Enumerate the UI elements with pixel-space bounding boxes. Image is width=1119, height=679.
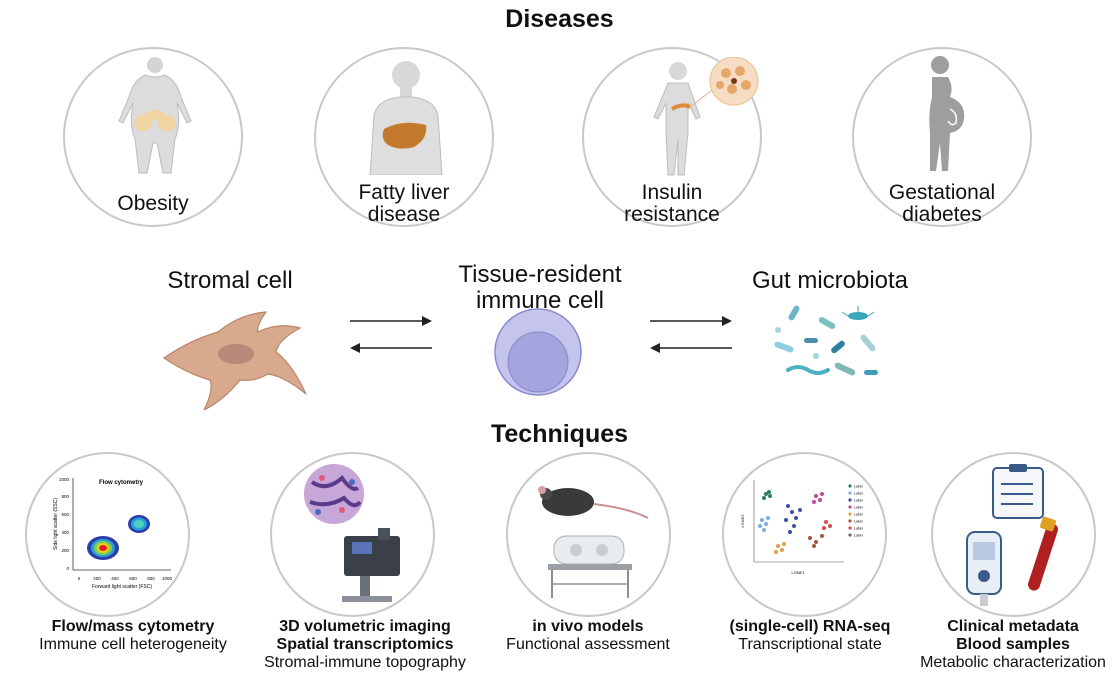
svg-text:600: 600 xyxy=(61,512,69,517)
technique-caption: Flow/mass cytometry Immune cell heteroge… xyxy=(39,618,227,653)
stromal-cell-label: Stromal cell xyxy=(167,267,293,294)
pregnant-woman-icon xyxy=(929,56,965,171)
microscope-tissue-icon xyxy=(304,464,400,602)
microbiota-icon xyxy=(774,305,878,376)
disease-label: Fatty liver disease xyxy=(358,181,450,226)
svg-text:0: 0 xyxy=(78,576,81,581)
svg-text:Label: Label xyxy=(854,520,863,524)
svg-text:Label: Label xyxy=(854,534,863,538)
svg-text:Label: Label xyxy=(854,499,863,503)
gut-microbiota-label: Gut microbiota xyxy=(751,267,909,294)
svg-text:600: 600 xyxy=(129,576,137,581)
tsne-xlabel: t-SNE1 xyxy=(792,570,806,575)
body-pancreas-icon xyxy=(653,57,759,176)
immune-cell-icon xyxy=(494,308,582,396)
technique-caption: (single-cell) RNA-seq Transcriptional st… xyxy=(729,618,891,653)
immune-microbiota-arrows-icon xyxy=(650,316,732,353)
clinical-samples-icon xyxy=(966,464,1058,606)
svg-text:Label: Label xyxy=(854,513,863,517)
svg-text:400: 400 xyxy=(61,530,69,535)
flow-plot-title: Flow cytometry xyxy=(99,480,144,486)
svg-text:1000: 1000 xyxy=(59,477,70,482)
disease-insulin-resistance-circle: Insulin resistance xyxy=(582,47,762,227)
technique-caption: in vivo models Functional assessment xyxy=(506,618,670,653)
svg-text:0: 0 xyxy=(66,566,69,571)
svg-text:1000: 1000 xyxy=(162,576,173,581)
obese-body-icon xyxy=(118,57,192,174)
disease-label: Obesity xyxy=(117,192,189,215)
diseases-title: Diseases xyxy=(505,5,614,33)
technique-in-vivo-circle xyxy=(506,452,671,617)
svg-text:200: 200 xyxy=(61,548,69,553)
mouse-isolator-icon xyxy=(538,486,649,598)
disease-gestational-diabetes-circle: Gestational diabetes xyxy=(852,47,1032,227)
torso-liver-icon xyxy=(369,61,443,175)
svg-text:Label: Label xyxy=(854,506,863,510)
flow-plot-xlabel: Forward light scatter (FSC) xyxy=(92,584,152,590)
technique-clinical-circle xyxy=(931,452,1096,617)
flow-plot-ylabel: Side light scatter (SSC) xyxy=(53,498,59,550)
technique-caption: 3D volumetric imaging Spatial transcript… xyxy=(264,618,466,671)
stromal-cell-icon xyxy=(162,311,307,410)
svg-text:800: 800 xyxy=(147,576,155,581)
technique-rna-seq-circle: t-SNE1 t-SNE2 Label Label Label Label La… xyxy=(722,452,887,617)
technique-caption: Clinical metadata Blood samples Metaboli… xyxy=(920,618,1106,671)
stromal-immune-arrows-icon xyxy=(350,316,432,353)
svg-text:Label: Label xyxy=(854,485,863,489)
disease-label: Insulin resistance xyxy=(624,181,720,226)
disease-label: Gestational diabetes xyxy=(888,181,996,226)
flow-cytometry-plot: Flow cytometry 0 200 400 600 800 1000 0 … xyxy=(53,477,173,590)
svg-text:200: 200 xyxy=(93,576,101,581)
disease-obesity-circle: Obesity xyxy=(63,47,243,227)
svg-text:800: 800 xyxy=(61,494,69,499)
svg-text:Label: Label xyxy=(854,492,863,496)
disease-fatty-liver-circle: Fatty liver disease xyxy=(314,47,494,227)
svg-text:Label: Label xyxy=(854,527,863,531)
technique-3d-imaging-circle xyxy=(270,452,435,617)
svg-text:400: 400 xyxy=(111,576,119,581)
tsne-ylabel: t-SNE2 xyxy=(740,514,745,528)
technique-flow-cytometry-circle: Flow cytometry 0 200 400 600 800 1000 0 … xyxy=(25,452,190,617)
techniques-title: Techniques xyxy=(490,420,629,448)
tsne-plot: t-SNE1 t-SNE2 Label Label Label Label La… xyxy=(740,480,863,575)
